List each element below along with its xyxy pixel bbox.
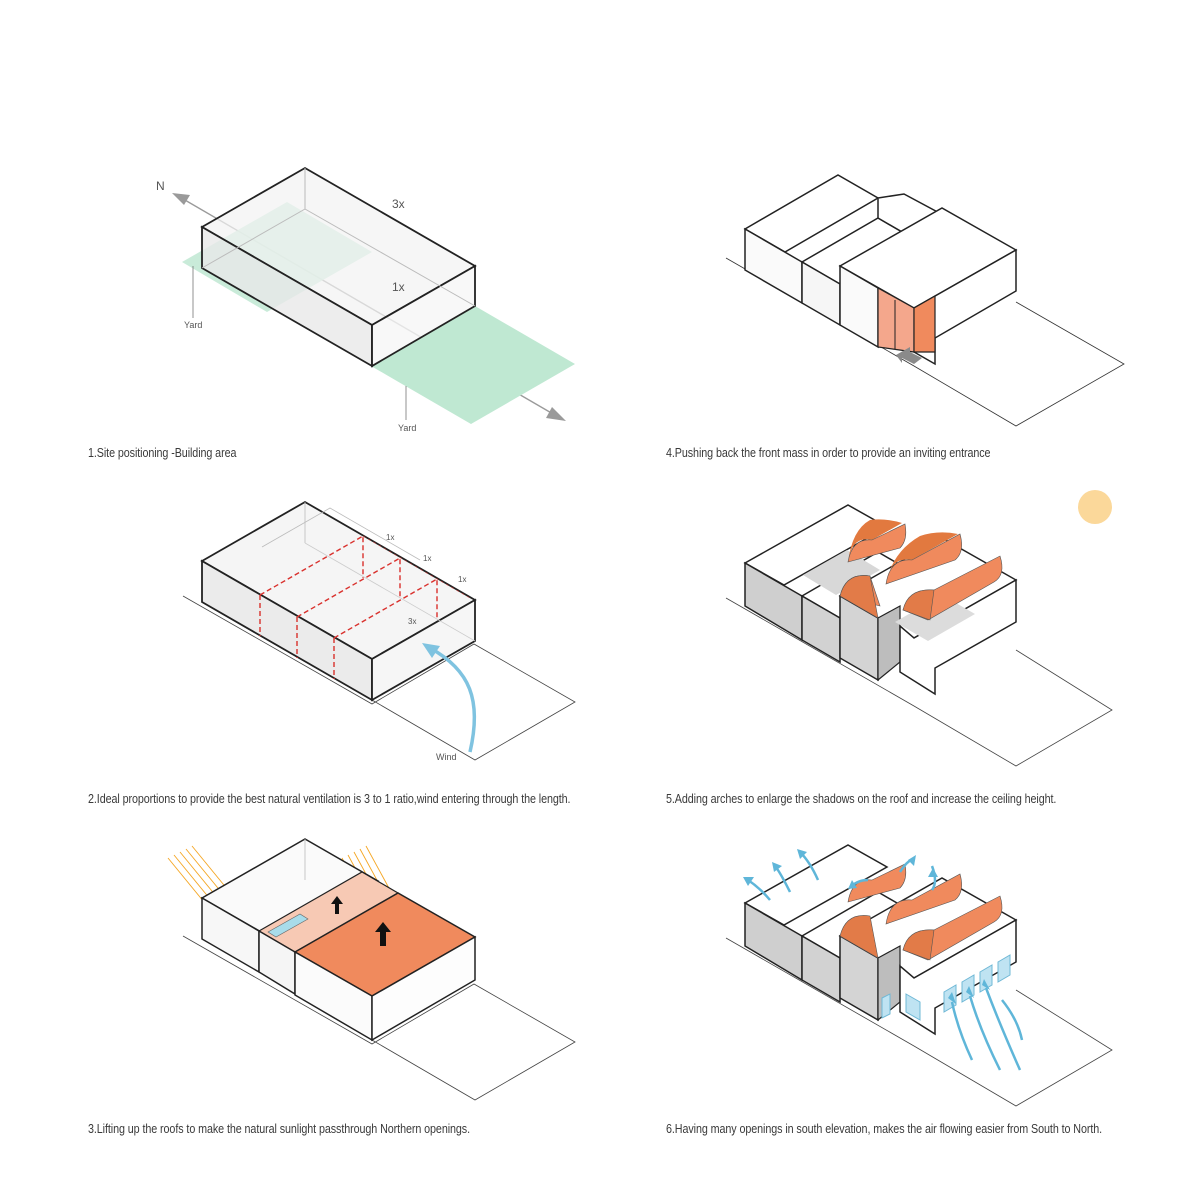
lift-arrow-icon [331, 896, 343, 914]
site-outline [182, 595, 576, 761]
panel-1-site-positioning: N 3x 1x Yard Yard [156, 166, 575, 433]
south-arrow-icon [546, 407, 566, 421]
length-ratio-label: 3x [408, 617, 416, 626]
yard-south [371, 306, 575, 424]
width-label: 1x [392, 280, 405, 294]
roof-arches [839, 519, 1003, 621]
ratio-label-1: 1x [386, 533, 394, 542]
ratio-label-2: 1x [423, 554, 431, 563]
caption-panel-5: 5.Adding arches to enlarge the shadows o… [666, 792, 1057, 806]
panel-2-proportions: 1x 1x 1x 3x Wind [182, 500, 576, 762]
caption-panel-1: 1.Site positioning -Building area [88, 446, 237, 460]
ratio-label-3: 1x [458, 575, 466, 584]
site-outline [182, 935, 576, 1101]
division-lines [259, 534, 438, 679]
length-label: 3x [392, 197, 405, 211]
sun-icon [1078, 490, 1112, 524]
skylight [267, 913, 309, 938]
caption-panel-6: 6.Having many openings in south elevatio… [666, 1122, 1103, 1136]
panel-6-south-openings [725, 844, 1113, 1107]
caption-panel-2: 2.Ideal proportions to provide the best … [88, 792, 571, 806]
site-outline [725, 597, 1113, 767]
panel-4-entrance [725, 174, 1125, 427]
wind-arrow-icon [429, 646, 477, 753]
yard-label-north: Yard [184, 320, 202, 330]
panel-3-lifted-roofs [167, 838, 576, 1101]
yard-label-south: Yard [398, 423, 416, 433]
north-arrow-icon [172, 193, 190, 205]
entry-arrow-icon [896, 347, 922, 364]
caption-panel-4: 4.Pushing back the front mass in order t… [666, 446, 991, 460]
north-label: N [156, 179, 165, 193]
roof-arches [839, 863, 1003, 961]
lift-arrow-icon [375, 922, 391, 946]
caption-panel-3: 3.Lifting up the roofs to make the natur… [88, 1122, 470, 1136]
roof-shadow [803, 550, 880, 595]
panel-5-arches [725, 490, 1113, 767]
wind-label: Wind [436, 752, 457, 762]
site-outline [725, 937, 1113, 1107]
